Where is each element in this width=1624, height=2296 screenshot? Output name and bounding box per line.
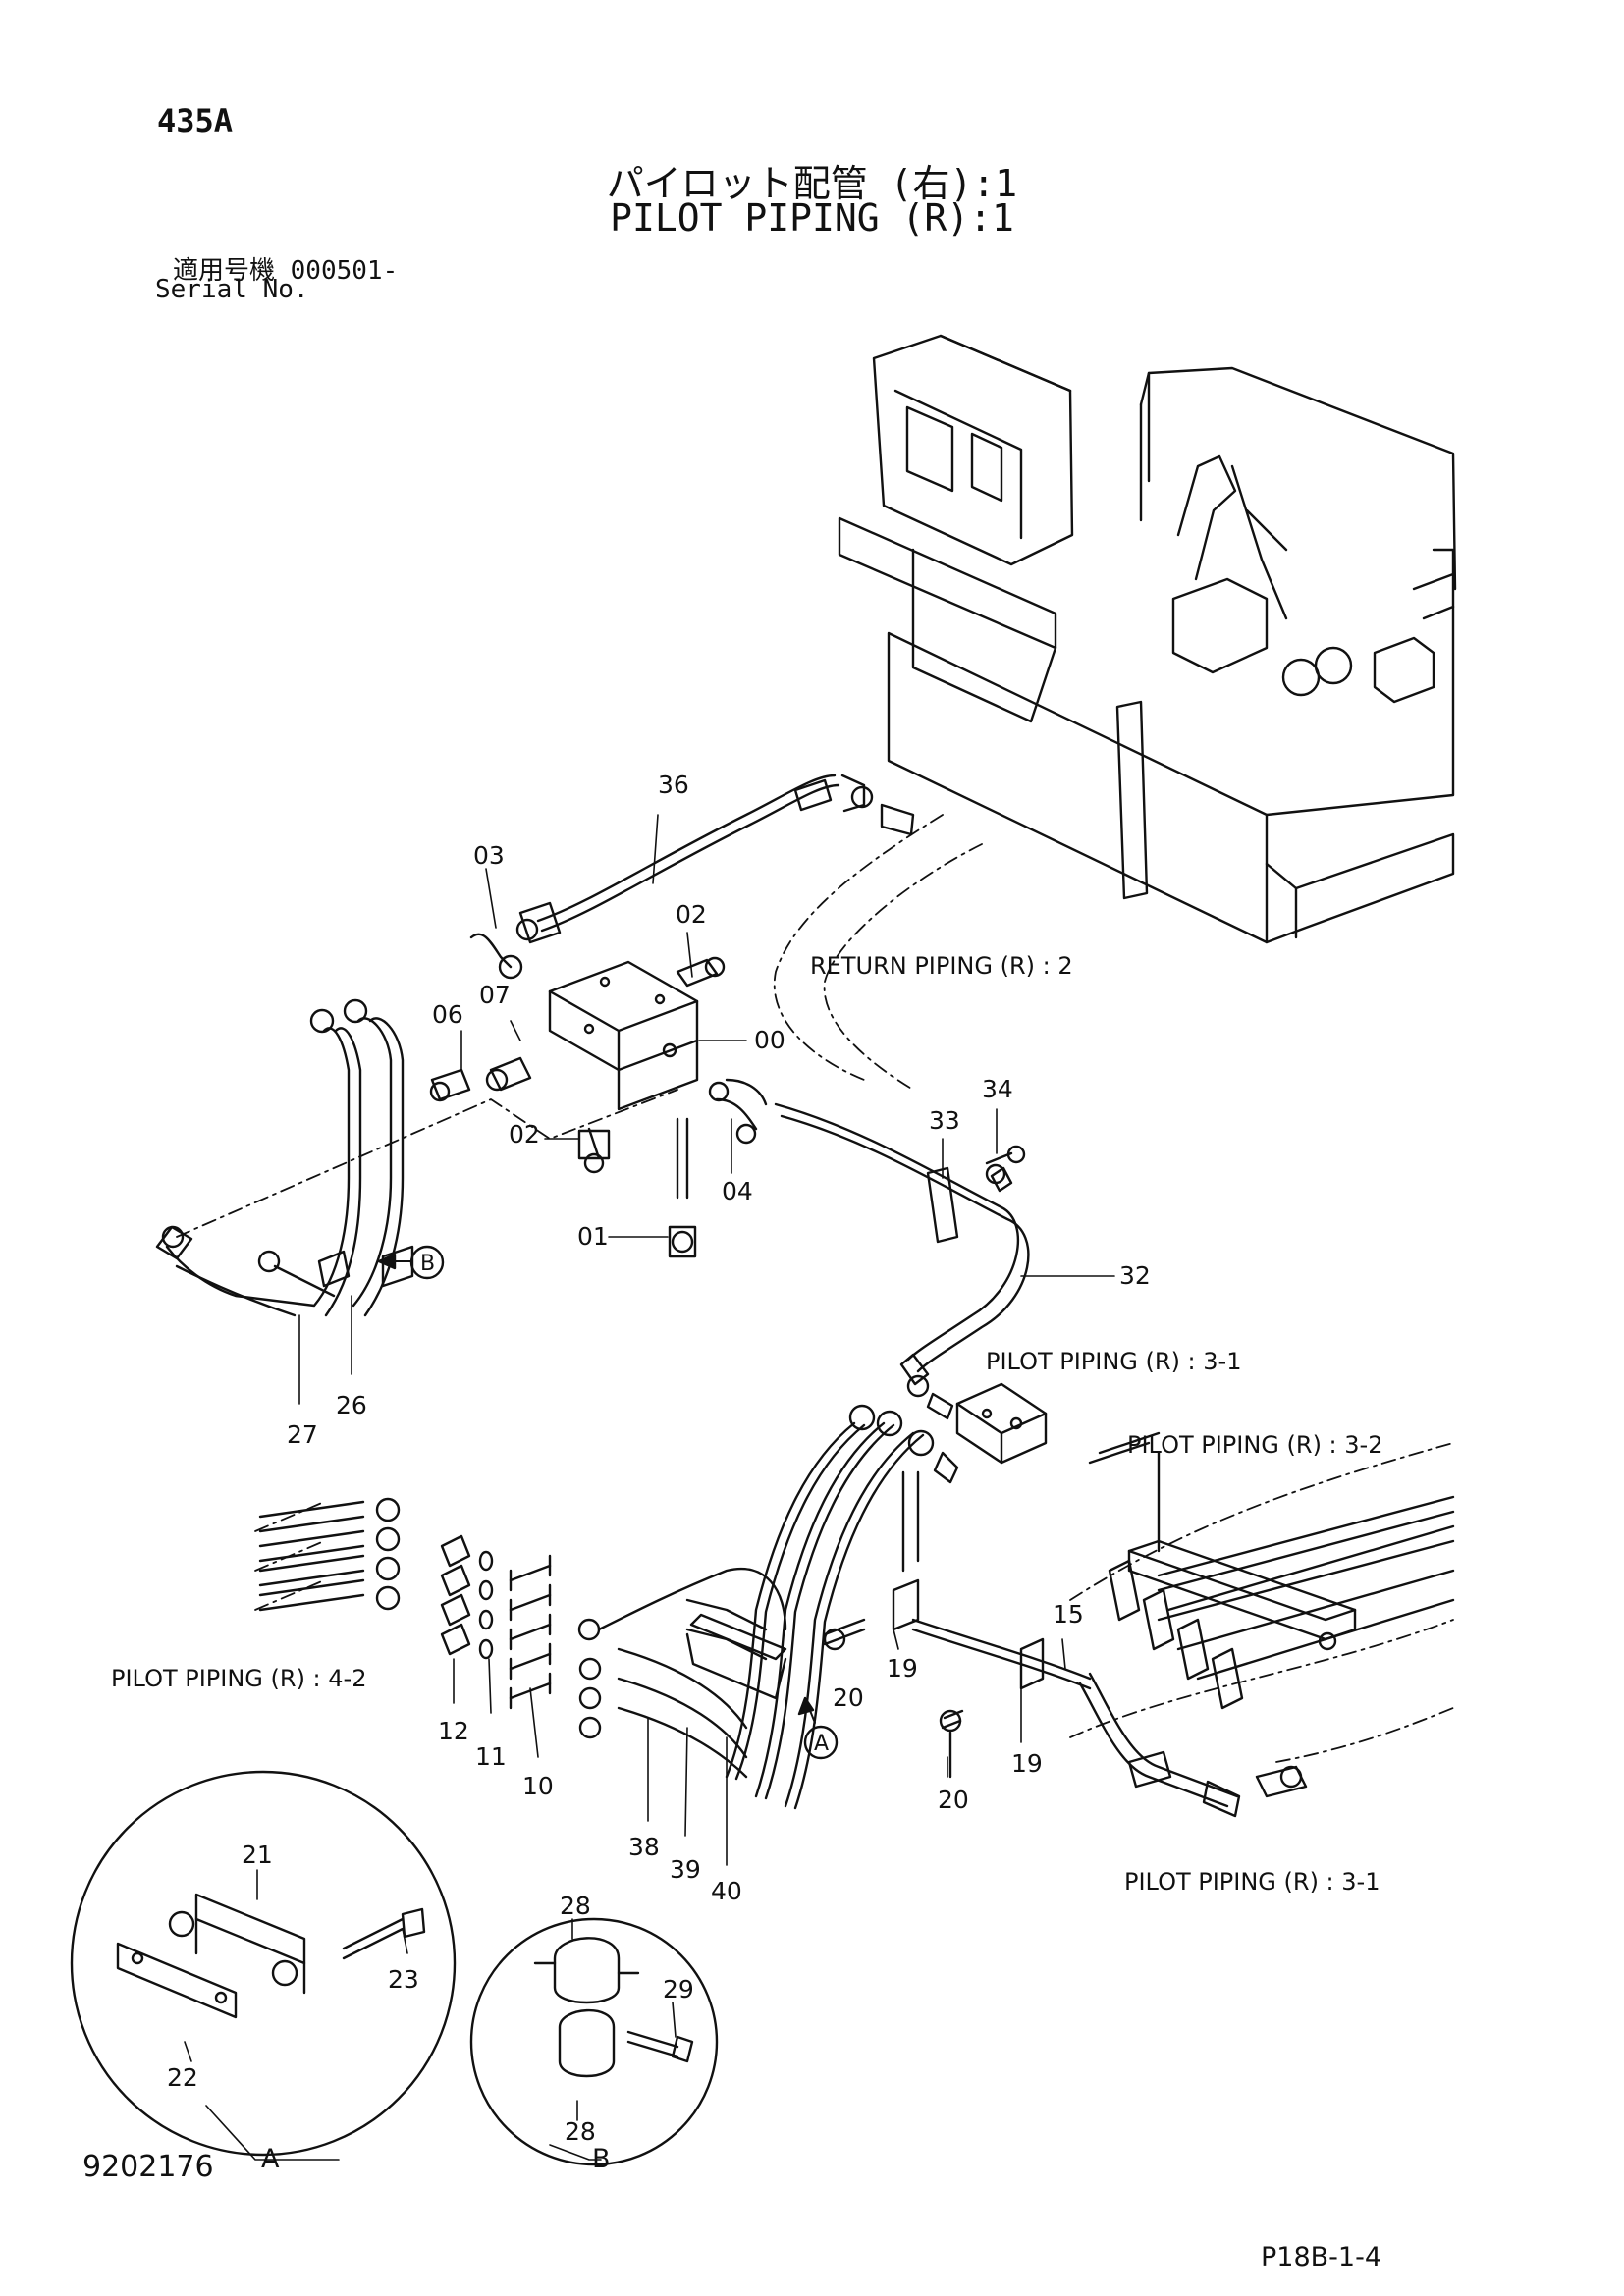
- callout-02: 02: [676, 900, 707, 929]
- detail-b: [469, 1917, 719, 2166]
- page-code: 435A: [157, 102, 234, 139]
- callout-12: 12: [438, 1717, 469, 1745]
- callout-23: 23: [388, 1965, 419, 1994]
- callout-28-lower: 28: [565, 2117, 596, 2146]
- callout-19: 19: [887, 1654, 918, 1682]
- callout-01: 01: [577, 1222, 609, 1251]
- machine-outline: [838, 334, 1457, 944]
- manifold-fittings: [429, 933, 768, 1258]
- detail-letter-a: A: [814, 1732, 829, 1756]
- callout-03: 03: [473, 841, 505, 870]
- title-english: PILOT PIPING (R):1: [610, 196, 1014, 240]
- right-valve-bank: [901, 1431, 1455, 1710]
- callout-20-lower: 20: [938, 1786, 969, 1814]
- detail-letter-b: B: [420, 1252, 435, 1276]
- callout-38: 38: [628, 1833, 660, 1861]
- callout-28: 28: [560, 1892, 591, 1920]
- callout-27: 27: [287, 1420, 318, 1449]
- ref-pilot-3-2: PILOT PIPING (R) : 3-2: [1127, 1431, 1382, 1459]
- title-japanese: パイロット配管 (右):1: [606, 162, 1018, 205]
- callout-04: 04: [722, 1177, 753, 1205]
- detail-b-label: B: [592, 2144, 611, 2174]
- drawing-number: 9202176: [82, 2150, 214, 2184]
- callout-00: 00: [754, 1026, 785, 1054]
- leader-lines: [184, 814, 1115, 2161]
- page-reference: P18B-1-4: [1261, 2242, 1382, 2272]
- ref-pilot-3-1-lower: PILOT PIPING (R) : 3-1: [1124, 1868, 1380, 1896]
- callout-20: 20: [833, 1683, 864, 1712]
- detail-marker-b: [409, 1245, 445, 1280]
- callout-40: 40: [711, 1877, 742, 1905]
- hose-32: [774, 1102, 1030, 1398]
- serial-label-japanese: 適用号機 000501-: [173, 256, 399, 286]
- callout-15: 15: [1053, 1600, 1084, 1629]
- callout-22: 22: [167, 2063, 198, 2092]
- ref-return-piping: RETURN PIPING (R) : 2: [810, 952, 1073, 980]
- callout-36: 36: [658, 771, 689, 799]
- detail-marker-a: [803, 1725, 839, 1760]
- hose-36: [515, 774, 915, 944]
- callout-19-lower: 19: [1011, 1749, 1043, 1778]
- callout-39: 39: [670, 1855, 701, 1884]
- callout-02-lower: 02: [509, 1120, 540, 1148]
- detail-a-label: A: [261, 2144, 280, 2174]
- callout-07: 07: [479, 981, 511, 1009]
- detail-arrows: [377, 1245, 839, 1760]
- callout-29: 29: [663, 1975, 694, 2003]
- callout-21: 21: [242, 1841, 273, 1869]
- ref-pilot-4-2: PILOT PIPING (R) : 4-2: [111, 1665, 366, 1692]
- manifold-block: [548, 960, 699, 1111]
- detail-a: [70, 1770, 457, 2157]
- callout-26: 26: [336, 1391, 367, 1419]
- reference-lines: [176, 814, 1454, 1763]
- callout-06: 06: [432, 1000, 463, 1029]
- clamps-19-20: [823, 1578, 1308, 1818]
- callout-32: 32: [1119, 1261, 1151, 1290]
- callout-33: 33: [929, 1106, 960, 1135]
- hose-bundle-38-40: [577, 1404, 959, 1810]
- callout-10: 10: [522, 1772, 554, 1800]
- hoses-26-27: [155, 998, 414, 1317]
- pilot-block-upper: [926, 1382, 1048, 1465]
- callout-11: 11: [475, 1742, 507, 1771]
- ref-pilot-3-1-upper: PILOT PIPING (R) : 3-1: [986, 1348, 1241, 1375]
- callout-34: 34: [982, 1075, 1013, 1103]
- serial-label-english: Serial No.: [155, 275, 309, 304]
- bolts: [985, 1145, 1026, 1165]
- left-fittings-10-12: [258, 1497, 552, 1710]
